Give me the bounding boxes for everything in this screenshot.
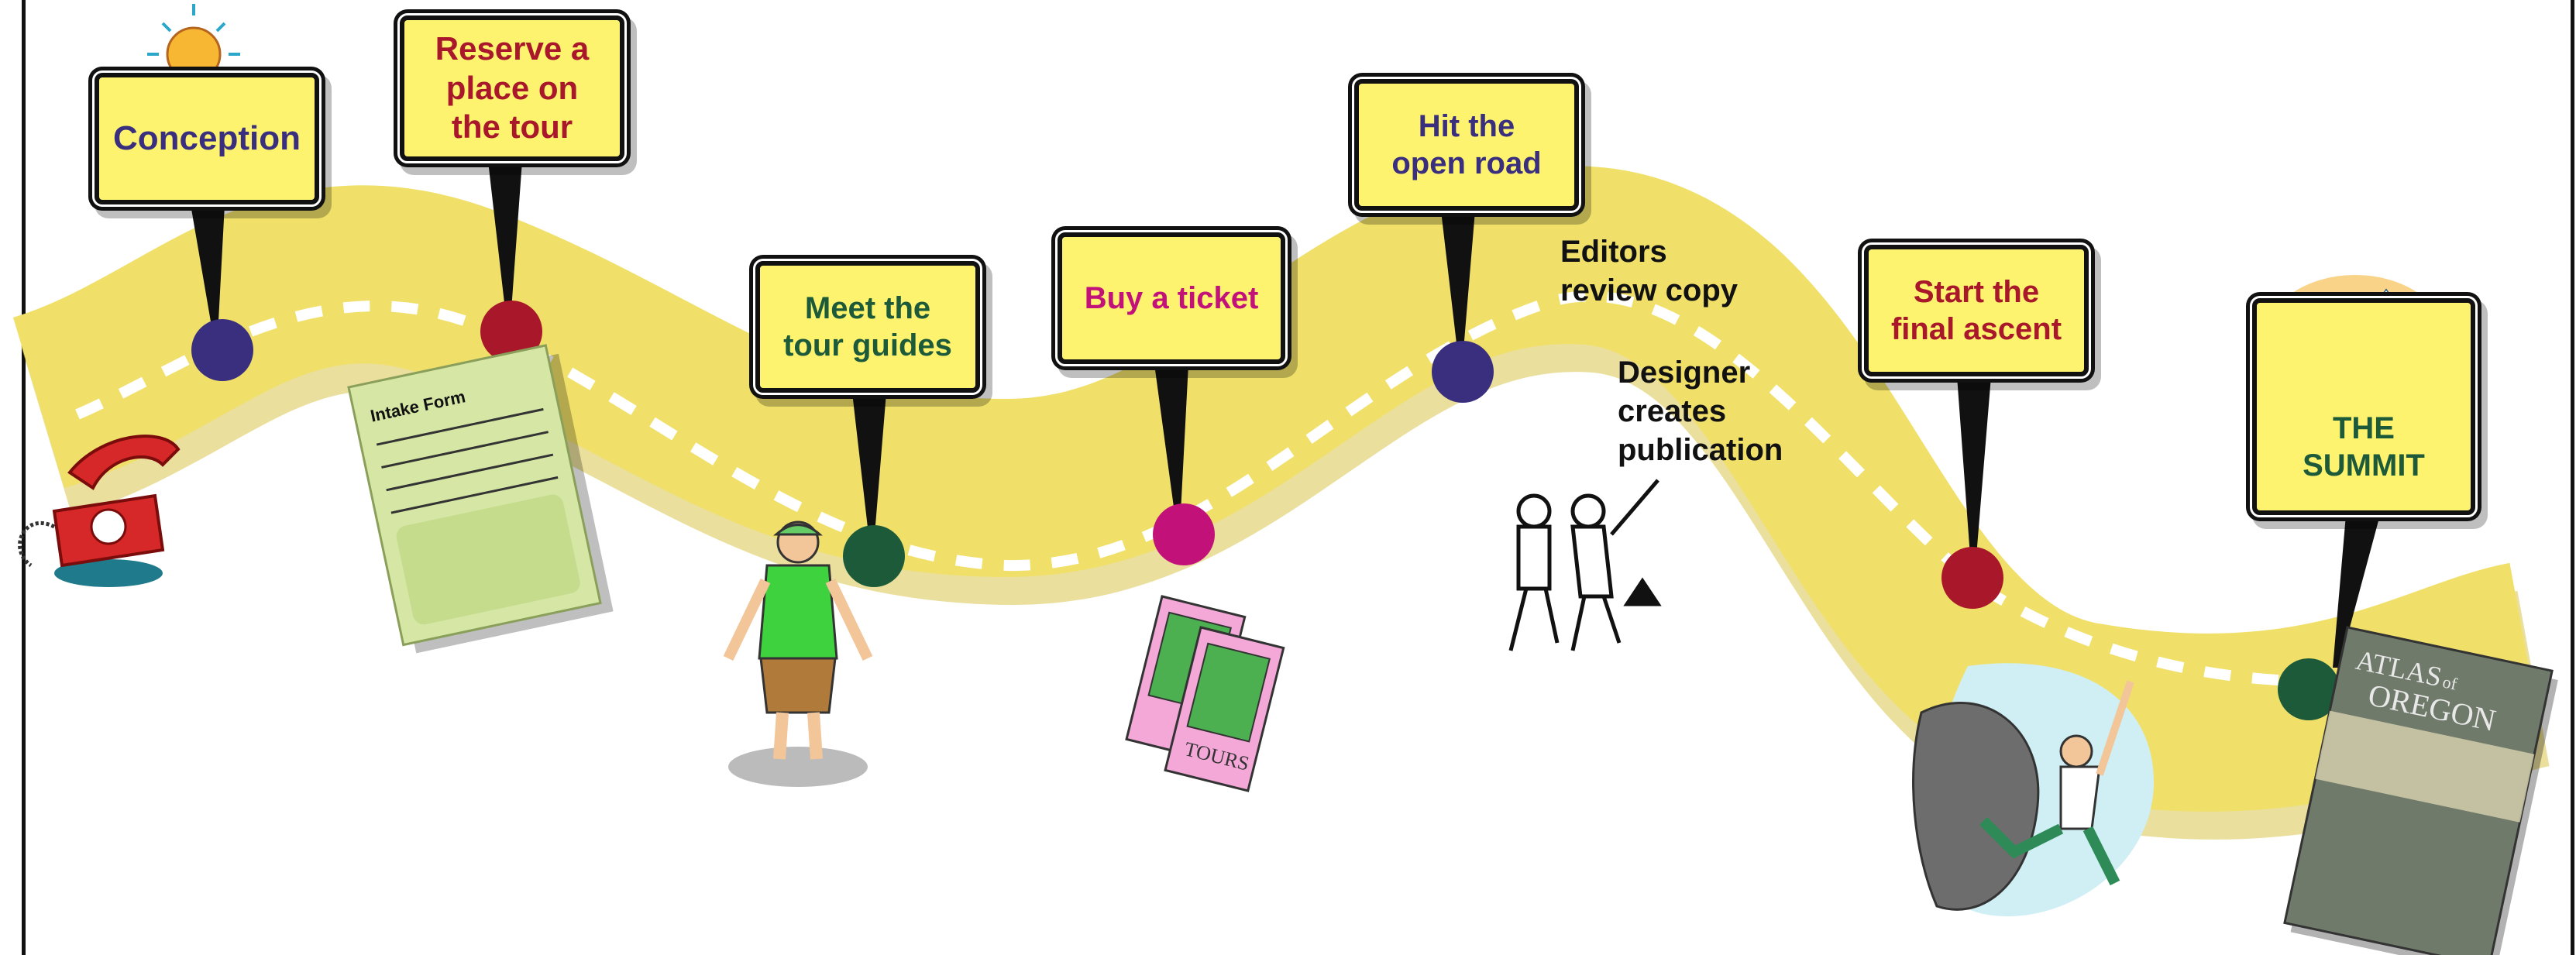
milestone-label: Buy a ticket [1084, 281, 1259, 315]
tour-guide-icon [723, 520, 873, 787]
sign-post [488, 161, 522, 310]
milestone-label: Hit the open road [1391, 109, 1542, 180]
milestone-dots [191, 301, 2340, 720]
atlas-book-icon: ATLAS of OREGON [2283, 626, 2558, 955]
milestone-sign-conception: Conception [92, 70, 322, 207]
rock-climber-icon [1912, 663, 2154, 917]
milestone-dot [1432, 341, 1494, 403]
editors-note: Editors review copy [1560, 235, 1739, 307]
frame-right-border [2571, 0, 2574, 955]
intake-form-icon: Intake Form [347, 344, 614, 654]
sign-post [852, 393, 886, 534]
sign-post [2333, 515, 2380, 668]
milestone-label: Start the final ascent [1890, 275, 2062, 346]
milestone-sign-summit: THE SUMMIT [2250, 296, 2478, 517]
sign-post [191, 204, 225, 328]
milestone-dot [1941, 547, 2003, 609]
milestone-sign-final-ascent: Start the final ascent [1862, 242, 2091, 379]
milestone-dot [480, 301, 542, 362]
atlas-title-of: of [2441, 672, 2460, 693]
milestone-dot [2278, 658, 2340, 720]
frame-left-border [22, 0, 26, 955]
milestone-sign-reserve: Reserve a place on the tour [397, 13, 627, 163]
sign-post [1441, 211, 1475, 350]
milestone-sign-meet-guides: Meet the tour guides [753, 259, 982, 395]
tour-tickets-icon: TOURS [1125, 595, 1285, 792]
milestone-sign-open-road: Hit the open road [1352, 77, 1581, 213]
designer-note: Designer creates publication [1618, 356, 1783, 467]
milestone-label: Conception [113, 119, 301, 157]
milestone-label: Reserve a place on the tour [435, 30, 590, 146]
sign-post [1154, 364, 1188, 513]
sign-posts [191, 161, 2380, 668]
milestone-dot [843, 525, 905, 587]
milestone-label: THE SUMMIT [2303, 411, 2425, 483]
hikers-icon [1508, 479, 1662, 651]
milestone-label: Meet the tour guides [783, 291, 952, 362]
milestone-sign-buy-ticket: Buy a ticket [1055, 230, 1288, 366]
milestone-dot [191, 319, 253, 381]
telephone-icon [18, 435, 181, 587]
milestone-dot [1153, 503, 1215, 565]
sign-post [1957, 376, 1991, 556]
